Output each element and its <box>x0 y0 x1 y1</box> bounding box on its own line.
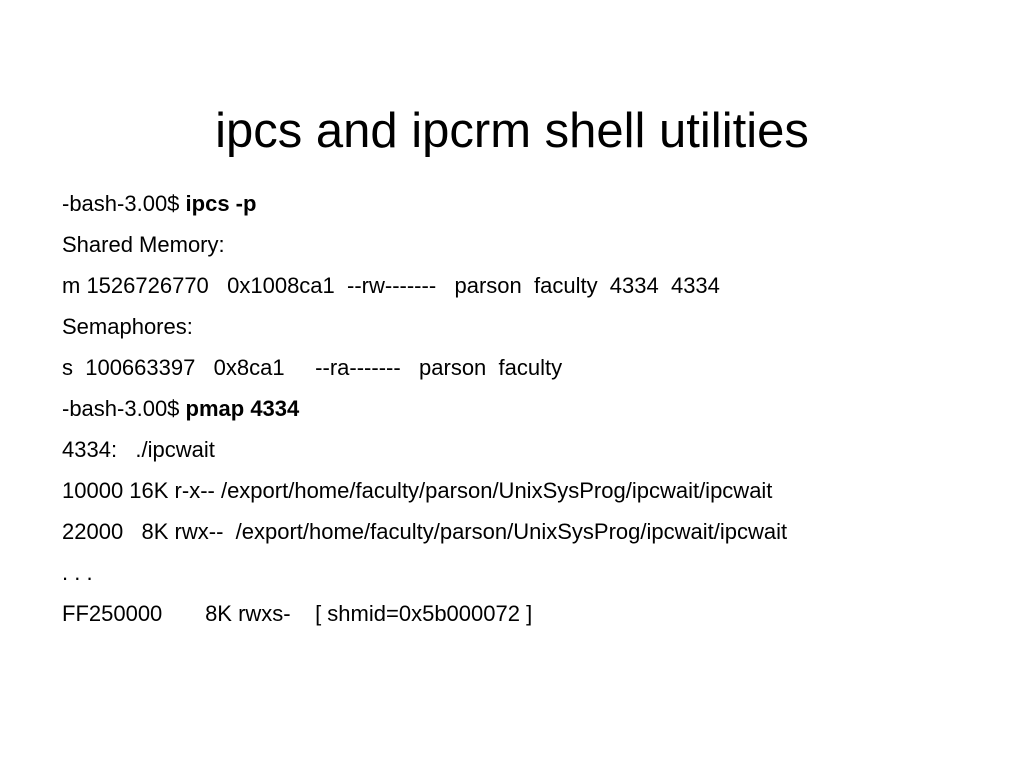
output-line: Semaphores: <box>62 314 193 339</box>
terminal-prompt-line: -bash-3.00$ pmap 4334 <box>62 388 1002 429</box>
shell-command: pmap 4334 <box>185 396 300 421</box>
output-line: m 1526726770 0x1008ca1 --rw------- parso… <box>62 273 720 298</box>
output-line: 10000 16K r-x-- /export/home/faculty/par… <box>62 478 773 503</box>
output-line: 4334: ./ipcwait <box>62 437 215 462</box>
shell-prompt: -bash-3.00$ <box>62 396 186 421</box>
output-line: 22000 8K rwx-- /export/home/faculty/pars… <box>62 519 788 544</box>
slide-title: ipcs and ipcrm shell utilities <box>215 103 809 158</box>
output-line: FF250000 8K rwxs- [ shmid=0x5b000072 ] <box>62 601 533 626</box>
slide-body: -bash-3.00$ ipcs -p Shared Memory: m 152… <box>62 183 1002 634</box>
terminal-prompt-line: -bash-3.00$ ipcs -p <box>62 183 1002 224</box>
shell-command: ipcs -p <box>185 191 257 216</box>
ellipsis-line: . . . <box>62 560 93 585</box>
output-line: s 100663397 0x8ca1 --ra------- parson fa… <box>62 355 563 380</box>
shell-prompt: -bash-3.00$ <box>62 191 186 216</box>
output-line: Shared Memory: <box>62 232 225 257</box>
